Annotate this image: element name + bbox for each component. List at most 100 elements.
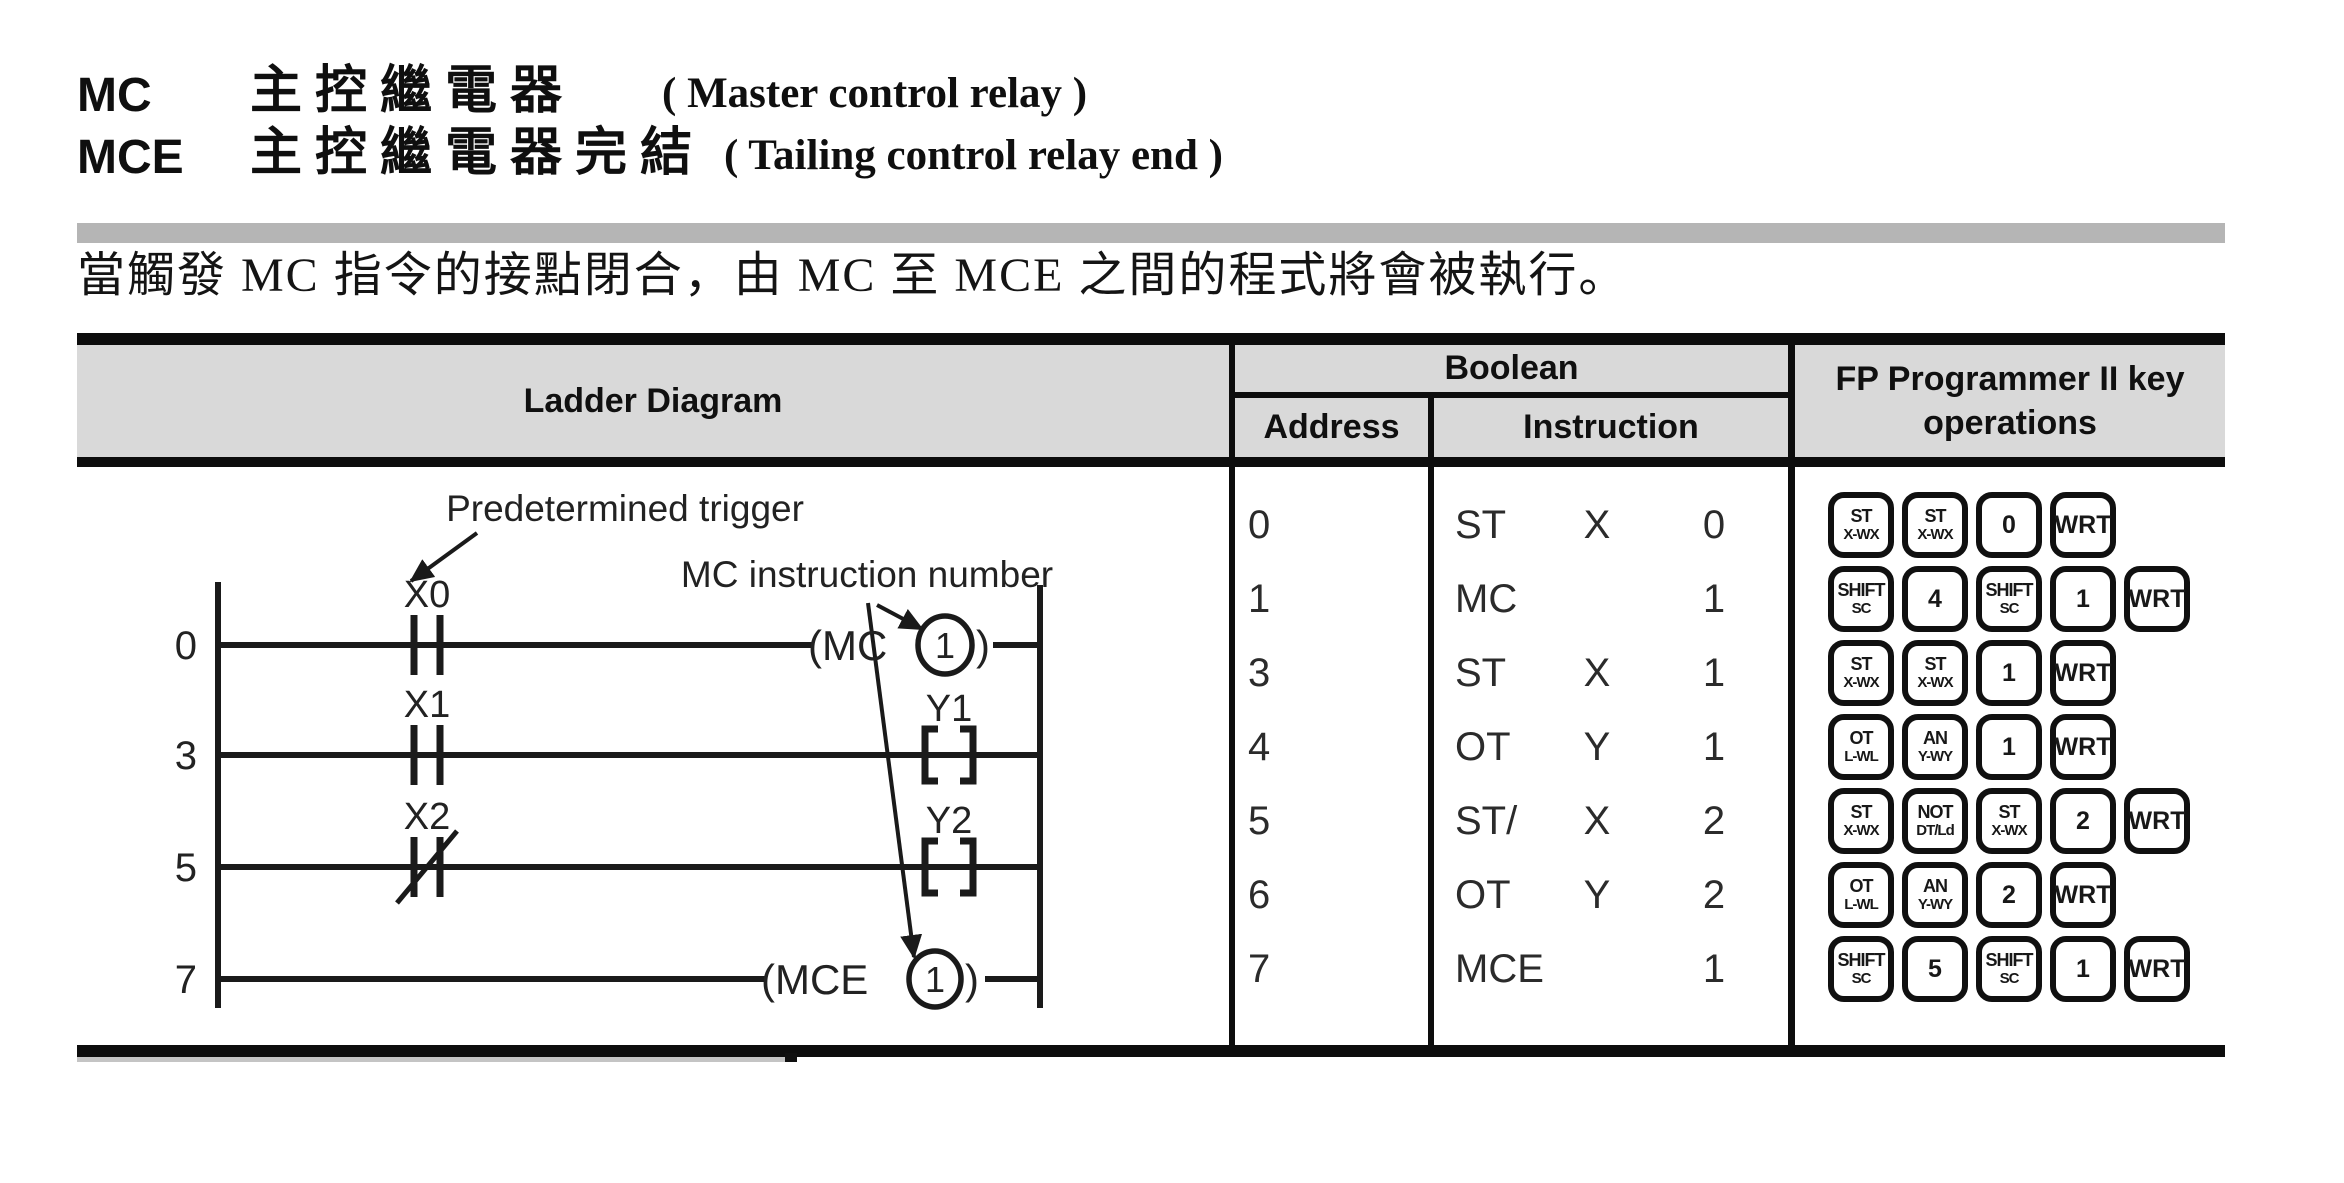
fp-key-label: X-WX (1843, 822, 1879, 839)
fp-key-label: WRT (2128, 807, 2186, 835)
fp-key-label: X-WX (1843, 526, 1879, 543)
header-boolean: Boolean (1235, 345, 1788, 392)
fp-key: 1 (2050, 936, 2116, 1002)
description-text: 當觸發 MC 指令的接點閉合，由 MC 至 MCE 之間的程式將會被執行。 (77, 249, 1629, 302)
fp-key-label: WRT (2054, 511, 2112, 539)
fp-key-label: SC (1999, 600, 2020, 617)
header-instruction-label: Instruction (1523, 408, 1699, 446)
fp-key-label: 4 (1928, 585, 1942, 613)
fp-key-label: OT (1849, 728, 1874, 748)
address-cell: 6 (1248, 873, 1271, 917)
fp-key: 2 (2050, 788, 2116, 854)
coil-label-y1: Y1 (926, 688, 972, 730)
instruction-operand: X (1583, 503, 1611, 547)
fp-key: 2 (1976, 862, 2042, 928)
fp-key: WRT (2050, 862, 2116, 928)
title-abbr-mc: MC (77, 69, 152, 122)
fp-key-label: WRT (2128, 585, 2186, 613)
fp-key-label: 2 (2076, 807, 2090, 835)
fp-key: WRT (2050, 492, 2116, 558)
fp-key: 0 (1976, 492, 2042, 558)
fp-key-label: AN (1923, 728, 1948, 748)
address-cell: 7 (1248, 947, 1271, 991)
fp-key-label: SC (1851, 970, 1872, 987)
table-bottom-border (77, 1045, 2225, 1057)
fp-key: 1 (1976, 714, 2042, 780)
annotation-predetermined-trigger: Predetermined trigger (446, 488, 804, 529)
fp-key-label: SC (1851, 600, 1872, 617)
fp-key-label: ST (1850, 654, 1872, 674)
header-address-label: Address (1263, 408, 1400, 446)
fp-key-label: ST (1850, 802, 1872, 822)
divider-address-instruction (1428, 392, 1434, 1057)
contact-label-x2: X2 (404, 796, 450, 838)
instruction-number: 2 (1702, 873, 1726, 917)
instruction-operand: X (1583, 651, 1611, 695)
ladder-wiring (215, 531, 1043, 1010)
header-instruction: Instruction (1434, 398, 1788, 457)
fp-key: WRT (2124, 788, 2190, 854)
fp-key-label: ST (1924, 506, 1946, 526)
instruction-operand (1552, 936, 1642, 1002)
fp-key-label: SHIFT (1837, 950, 1886, 970)
divider-instruction-fp (1788, 333, 1795, 1057)
fp-key-label: 1 (2002, 659, 2016, 687)
instruction-operand: Y (1583, 873, 1611, 917)
rung-number-5: 5 (175, 846, 197, 890)
fp-key: 5 (1902, 936, 1968, 1002)
title-chinese-mc: 主控繼電器 (250, 63, 576, 120)
instruction-number: 2 (1702, 799, 1726, 843)
ladder-diagram: Predetermined trigger MC instruction num… (175, 488, 1053, 1010)
instruction-op: OT (1455, 725, 1511, 769)
address-cell: 4 (1248, 725, 1271, 769)
title-chinese-mce: 主控繼電器完結 (250, 125, 706, 182)
instruction-op: ST/ (1455, 799, 1518, 843)
instruction-operand: Y (1583, 725, 1611, 769)
fp-key-label: AN (1923, 876, 1948, 896)
header-fp-programmer: FP Programmer II key operations (1795, 345, 2225, 457)
table-top-border (77, 333, 2225, 345)
mce-paren-close: ) (965, 956, 979, 1003)
mc-paren-close: ) (976, 622, 990, 669)
address-cell: 3 (1248, 651, 1271, 695)
fp-key-label: X-WX (1917, 526, 1953, 543)
contact-label-x1: X1 (404, 684, 450, 726)
fp-key-label: SC (1999, 970, 2020, 987)
fp-key-label: OT (1849, 876, 1874, 896)
fp-key-label: ST (1924, 654, 1946, 674)
header-ladder-diagram: Ladder Diagram (77, 345, 1229, 457)
fp-key: WRT (2124, 566, 2190, 632)
instruction-op: ST (1455, 651, 1507, 695)
address-cell: 1 (1248, 577, 1271, 621)
title-english-mce: ( Tailing control relay end ) (724, 132, 1223, 179)
fp-key-label: Y-WY (1917, 748, 1953, 765)
scan-artifact-tick (785, 1053, 797, 1062)
coil-label-y2: Y2 (926, 800, 972, 842)
instruction-number: 1 (1702, 947, 1726, 991)
fp-key-label: 2 (2002, 881, 2016, 909)
scan-artifact-line (77, 1057, 785, 1062)
header-ladder-label: Ladder Diagram (523, 381, 783, 420)
fp-key-label: 1 (2076, 955, 2090, 983)
fp-key-label: L-WL (1844, 896, 1878, 913)
